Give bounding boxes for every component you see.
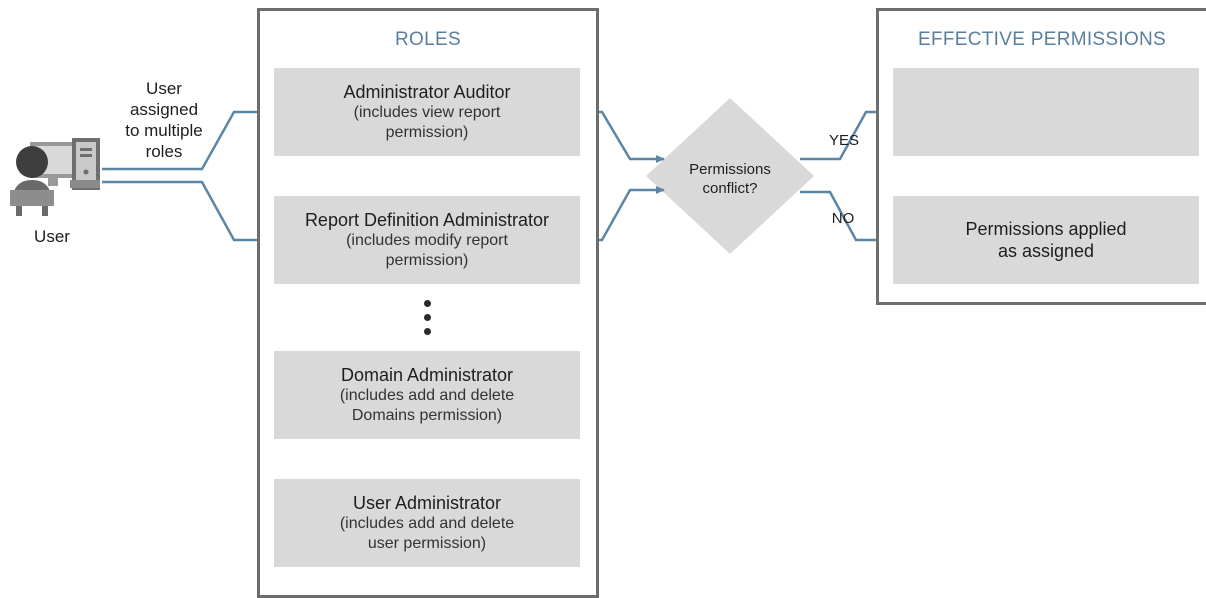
assignment-line: roles bbox=[145, 142, 183, 161]
effective-panel-title: EFFECTIVE PERMISSIONS bbox=[917, 29, 1167, 50]
decision-text: Permissions conflict? bbox=[665, 160, 795, 198]
role-box-user-administrator: User Administrator (includes add and del… bbox=[274, 479, 580, 567]
role-desc: user permission) bbox=[367, 535, 487, 552]
assignment-line: assigned bbox=[129, 100, 199, 119]
role-desc: permission) bbox=[385, 252, 469, 269]
role-name: Administrator Auditor bbox=[343, 82, 511, 102]
arrow-no bbox=[800, 190, 893, 244]
user-label: User bbox=[34, 227, 70, 246]
role-box-administrator-auditor: Administrator Auditor (includes view rep… bbox=[274, 68, 580, 156]
ellipsis-dot bbox=[424, 328, 431, 335]
role-desc: permission) bbox=[385, 124, 469, 141]
roles-panel-title: ROLES bbox=[395, 29, 461, 50]
role-name: Report Definition Administrator bbox=[304, 210, 550, 230]
effective-box-no: Permissions applied as assigned bbox=[893, 196, 1199, 284]
role-desc: (includes add and delete bbox=[339, 387, 515, 404]
role-desc: Domains permission) bbox=[351, 407, 503, 424]
effective-no-line: as assigned bbox=[997, 241, 1095, 261]
role-desc: (includes view report bbox=[353, 104, 501, 121]
assignment-line: User bbox=[146, 79, 182, 98]
role-box-domain-administrator: Domain Administrator (includes add and d… bbox=[274, 351, 580, 439]
role-desc: (includes modify report bbox=[346, 232, 508, 249]
arrow-user-to-auditor bbox=[102, 108, 271, 171]
role-desc: (includes add and delete bbox=[339, 515, 515, 532]
user-assignment-text: User assigned to multiple roles bbox=[104, 78, 224, 162]
decision-line: Permissions bbox=[689, 161, 771, 178]
ellipsis-dot bbox=[424, 314, 431, 321]
assignment-line: to multiple bbox=[125, 121, 203, 140]
decision-diamond bbox=[646, 98, 814, 254]
user-computer-icon bbox=[10, 138, 100, 216]
role-box-report-definition-administrator: Report Definition Administrator (include… bbox=[274, 196, 580, 284]
arrow-user-to-report-def bbox=[102, 180, 271, 244]
no-label: NO bbox=[831, 210, 855, 227]
role-name: User Administrator bbox=[352, 493, 502, 513]
connectors-layer bbox=[102, 98, 893, 254]
decision-line: conflict? bbox=[702, 180, 758, 197]
effective-box-yes bbox=[893, 68, 1199, 156]
role-name: Domain Administrator bbox=[340, 365, 514, 385]
ellipsis-dot bbox=[424, 300, 431, 307]
yes-label: YES bbox=[828, 132, 859, 149]
effective-no-line: Permissions applied bbox=[965, 219, 1127, 239]
